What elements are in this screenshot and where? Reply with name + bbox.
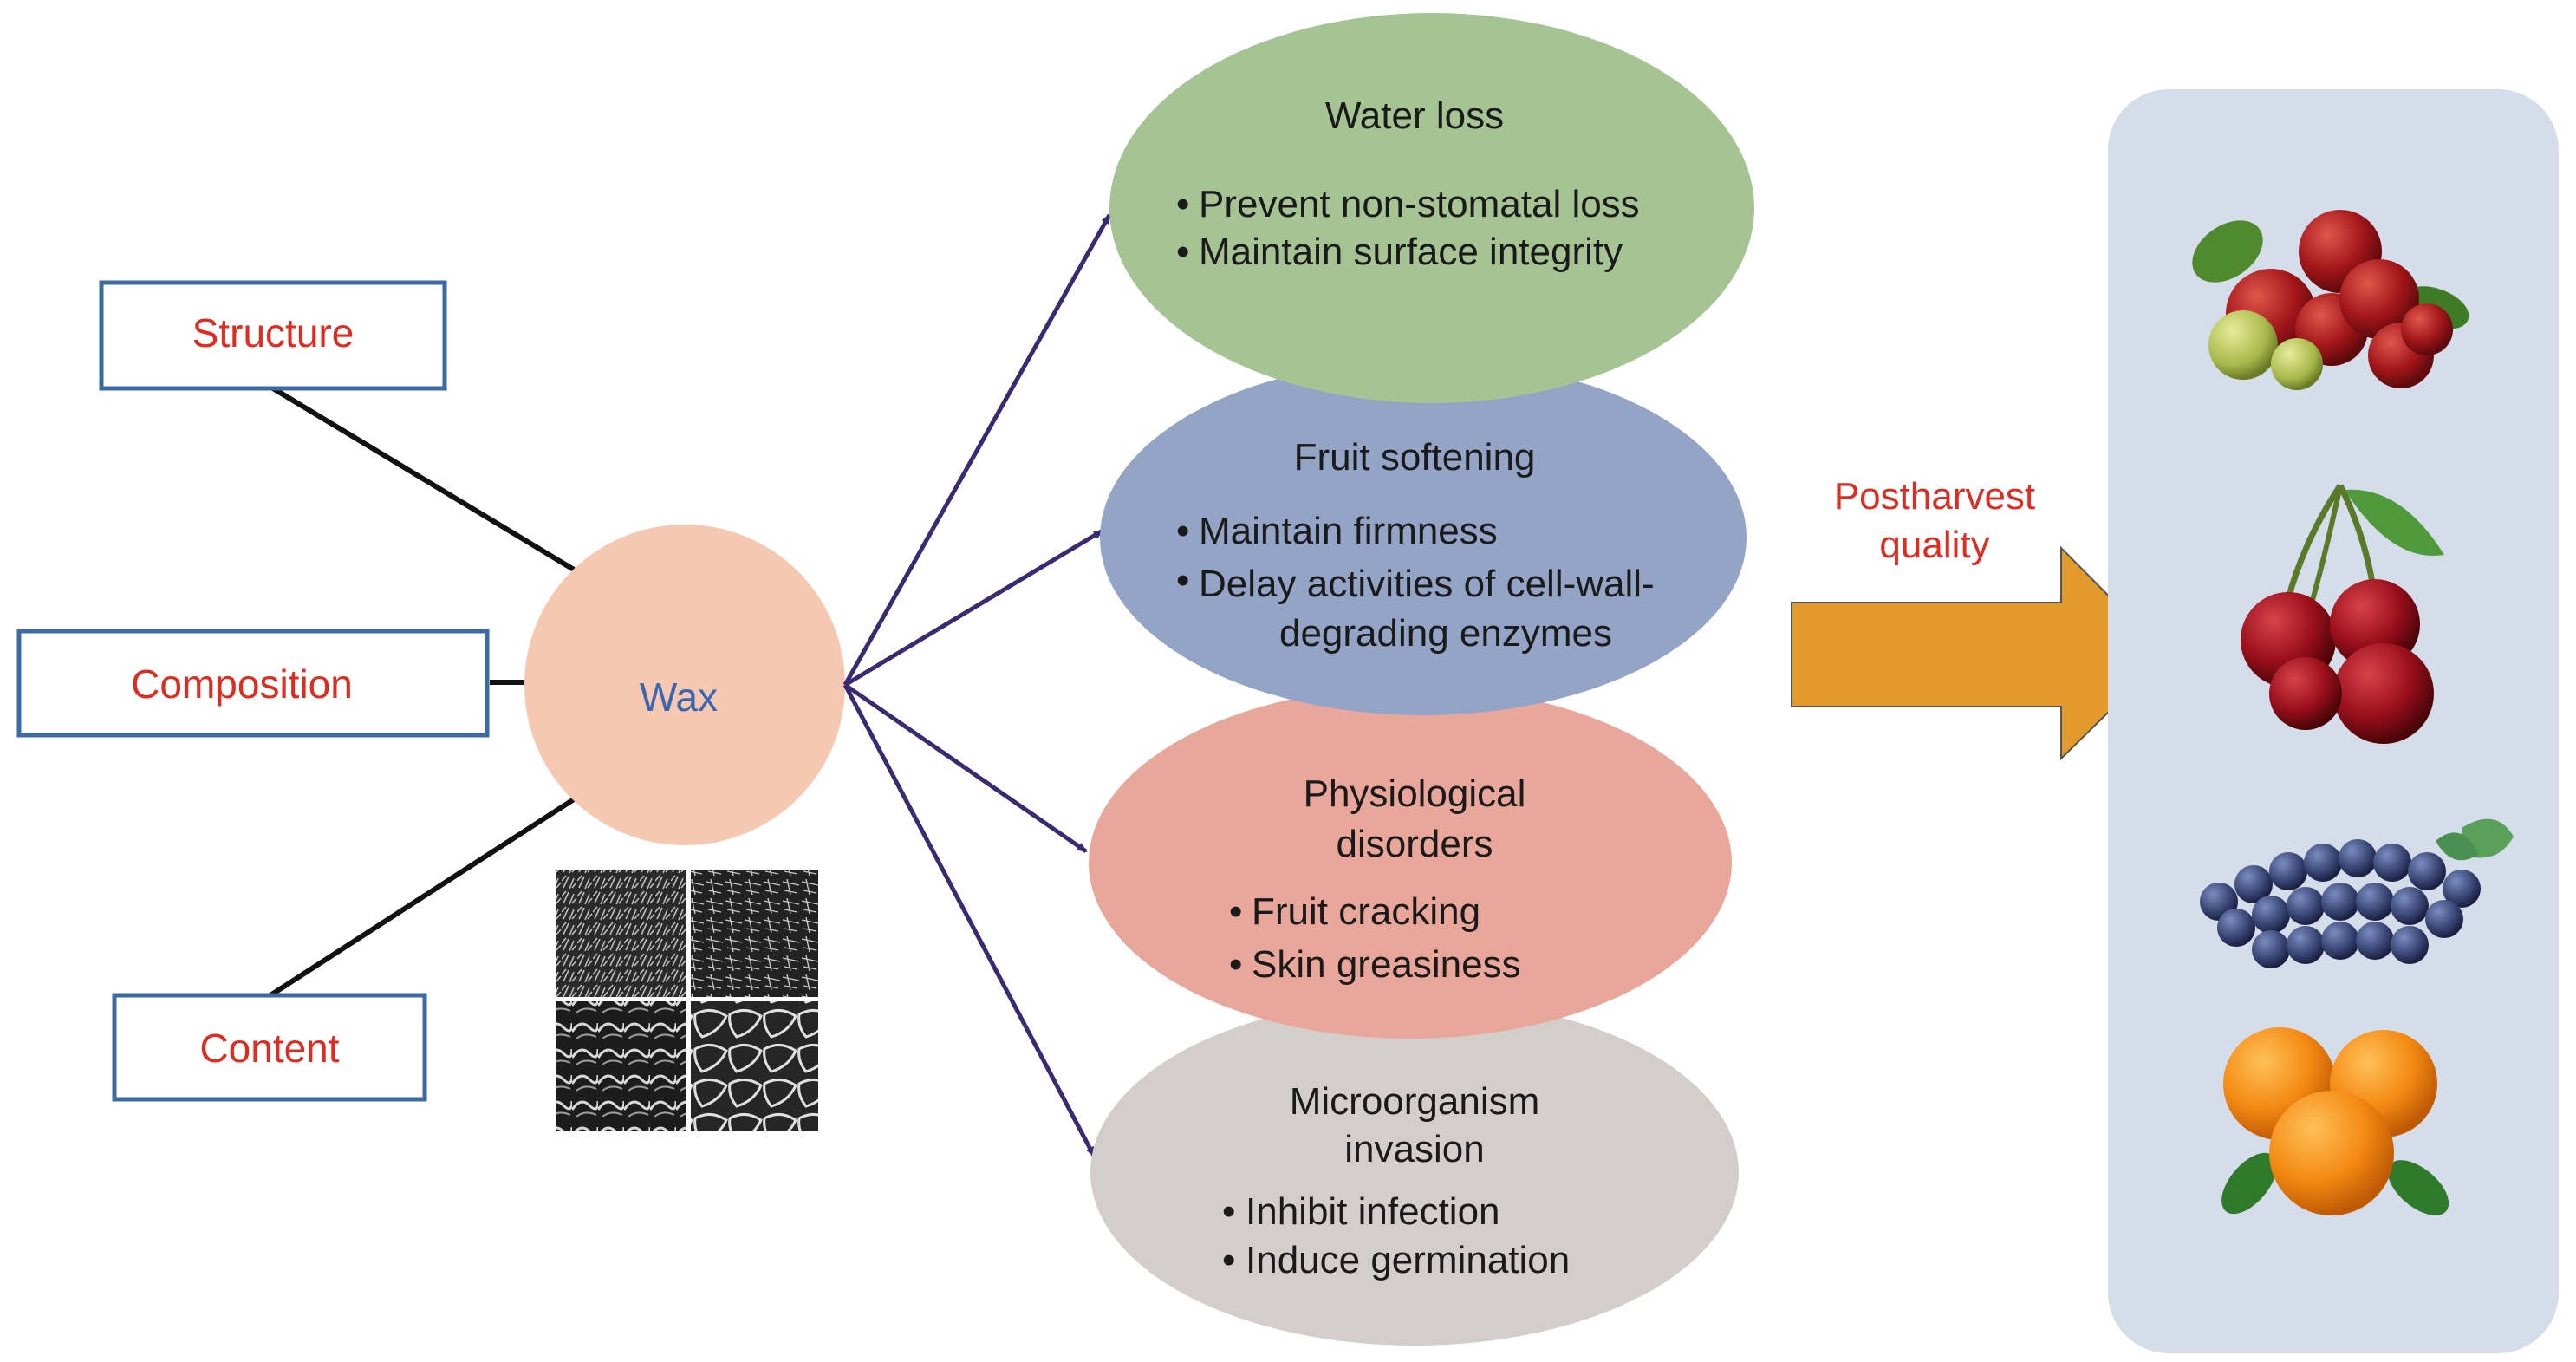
effect-bullet: Prevent non-stomatal loss: [1199, 183, 1640, 225]
effect-bullet: Maintain surface integrity: [1199, 231, 1623, 273]
structure-label: Structure: [192, 310, 355, 355]
content-box: Content: [112, 993, 427, 1102]
effect-title-line: Fruit softening: [1294, 436, 1536, 479]
effect-microorganism-invasion: Microorganism invasion • Inhibit infecti…: [1090, 999, 1739, 1346]
fruit-panel: [2108, 89, 2559, 1353]
sem-micrographs: [556, 870, 818, 1131]
effect-bullet: •: [1229, 943, 1242, 986]
cherry-icon: [2241, 484, 2444, 744]
effect-bullet: •: [1176, 183, 1189, 225]
effect-arrows: [842, 213, 1112, 1157]
orange-icon: [2221, 1027, 2449, 1215]
outcome-label-line: Postharvest: [1834, 475, 2035, 518]
effect-bullet: Induce germination: [1246, 1239, 1570, 1281]
effect-bullet: Maintain firmness: [1199, 510, 1498, 552]
effect-bullet: •: [1222, 1190, 1235, 1233]
effect-water-loss: Water loss • Prevent non-stomatal loss •…: [1109, 13, 1754, 403]
arrow-to-water-loss: [842, 213, 1112, 687]
effect-bullet: Delay activities of cell-wall-: [1199, 563, 1655, 605]
effect-title-line: disorders: [1337, 823, 1493, 865]
content-label: Content: [199, 1026, 339, 1071]
arrow-to-microorganism-invasion: [842, 683, 1096, 1157]
content-connector: [269, 797, 576, 998]
effect-fruit-softening: Fruit softening • Maintain firmness • De…: [1100, 360, 1747, 715]
jujube-icon: [2192, 210, 2469, 390]
wax-node: Wax: [524, 525, 845, 845]
effect-title-line: Physiological: [1304, 772, 1526, 815]
effect-bullet-continued: degrading enzymes: [1279, 612, 1612, 655]
blueberry-icon: [2200, 818, 2514, 968]
effect-bullet: •: [1176, 510, 1189, 552]
effect-title-line: Water loss: [1325, 94, 1504, 137]
postharvest-quality: Postharvest quality: [1791, 475, 2169, 761]
effect-physiological-disorders: Physiological disorders • Fruit cracking…: [1089, 687, 1732, 1039]
structure-connector: [271, 386, 576, 572]
effect-bullet: Skin greasiness: [1252, 943, 1521, 986]
arrow-to-physiological-disorders: [843, 682, 1088, 854]
effect-title-line: Microorganism: [1290, 1080, 1540, 1123]
arrow-to-fruit-softening: [843, 528, 1104, 688]
effect-bullet: •: [1176, 231, 1189, 273]
composition-box: Composition: [16, 629, 490, 738]
effect-bullet: •: [1176, 559, 1189, 602]
effect-bullet: Fruit cracking: [1252, 890, 1480, 933]
composition-label: Composition: [131, 661, 353, 707]
effect-bullet: Inhibit infection: [1246, 1190, 1500, 1233]
effect-bullet: •: [1222, 1239, 1235, 1281]
outcome-label-line: quality: [1879, 524, 1989, 566]
wax-label: Wax: [640, 674, 718, 720]
effect-title-line: invasion: [1344, 1128, 1484, 1170]
effect-bullet: •: [1229, 890, 1242, 933]
structure-box: Structure: [99, 280, 447, 391]
